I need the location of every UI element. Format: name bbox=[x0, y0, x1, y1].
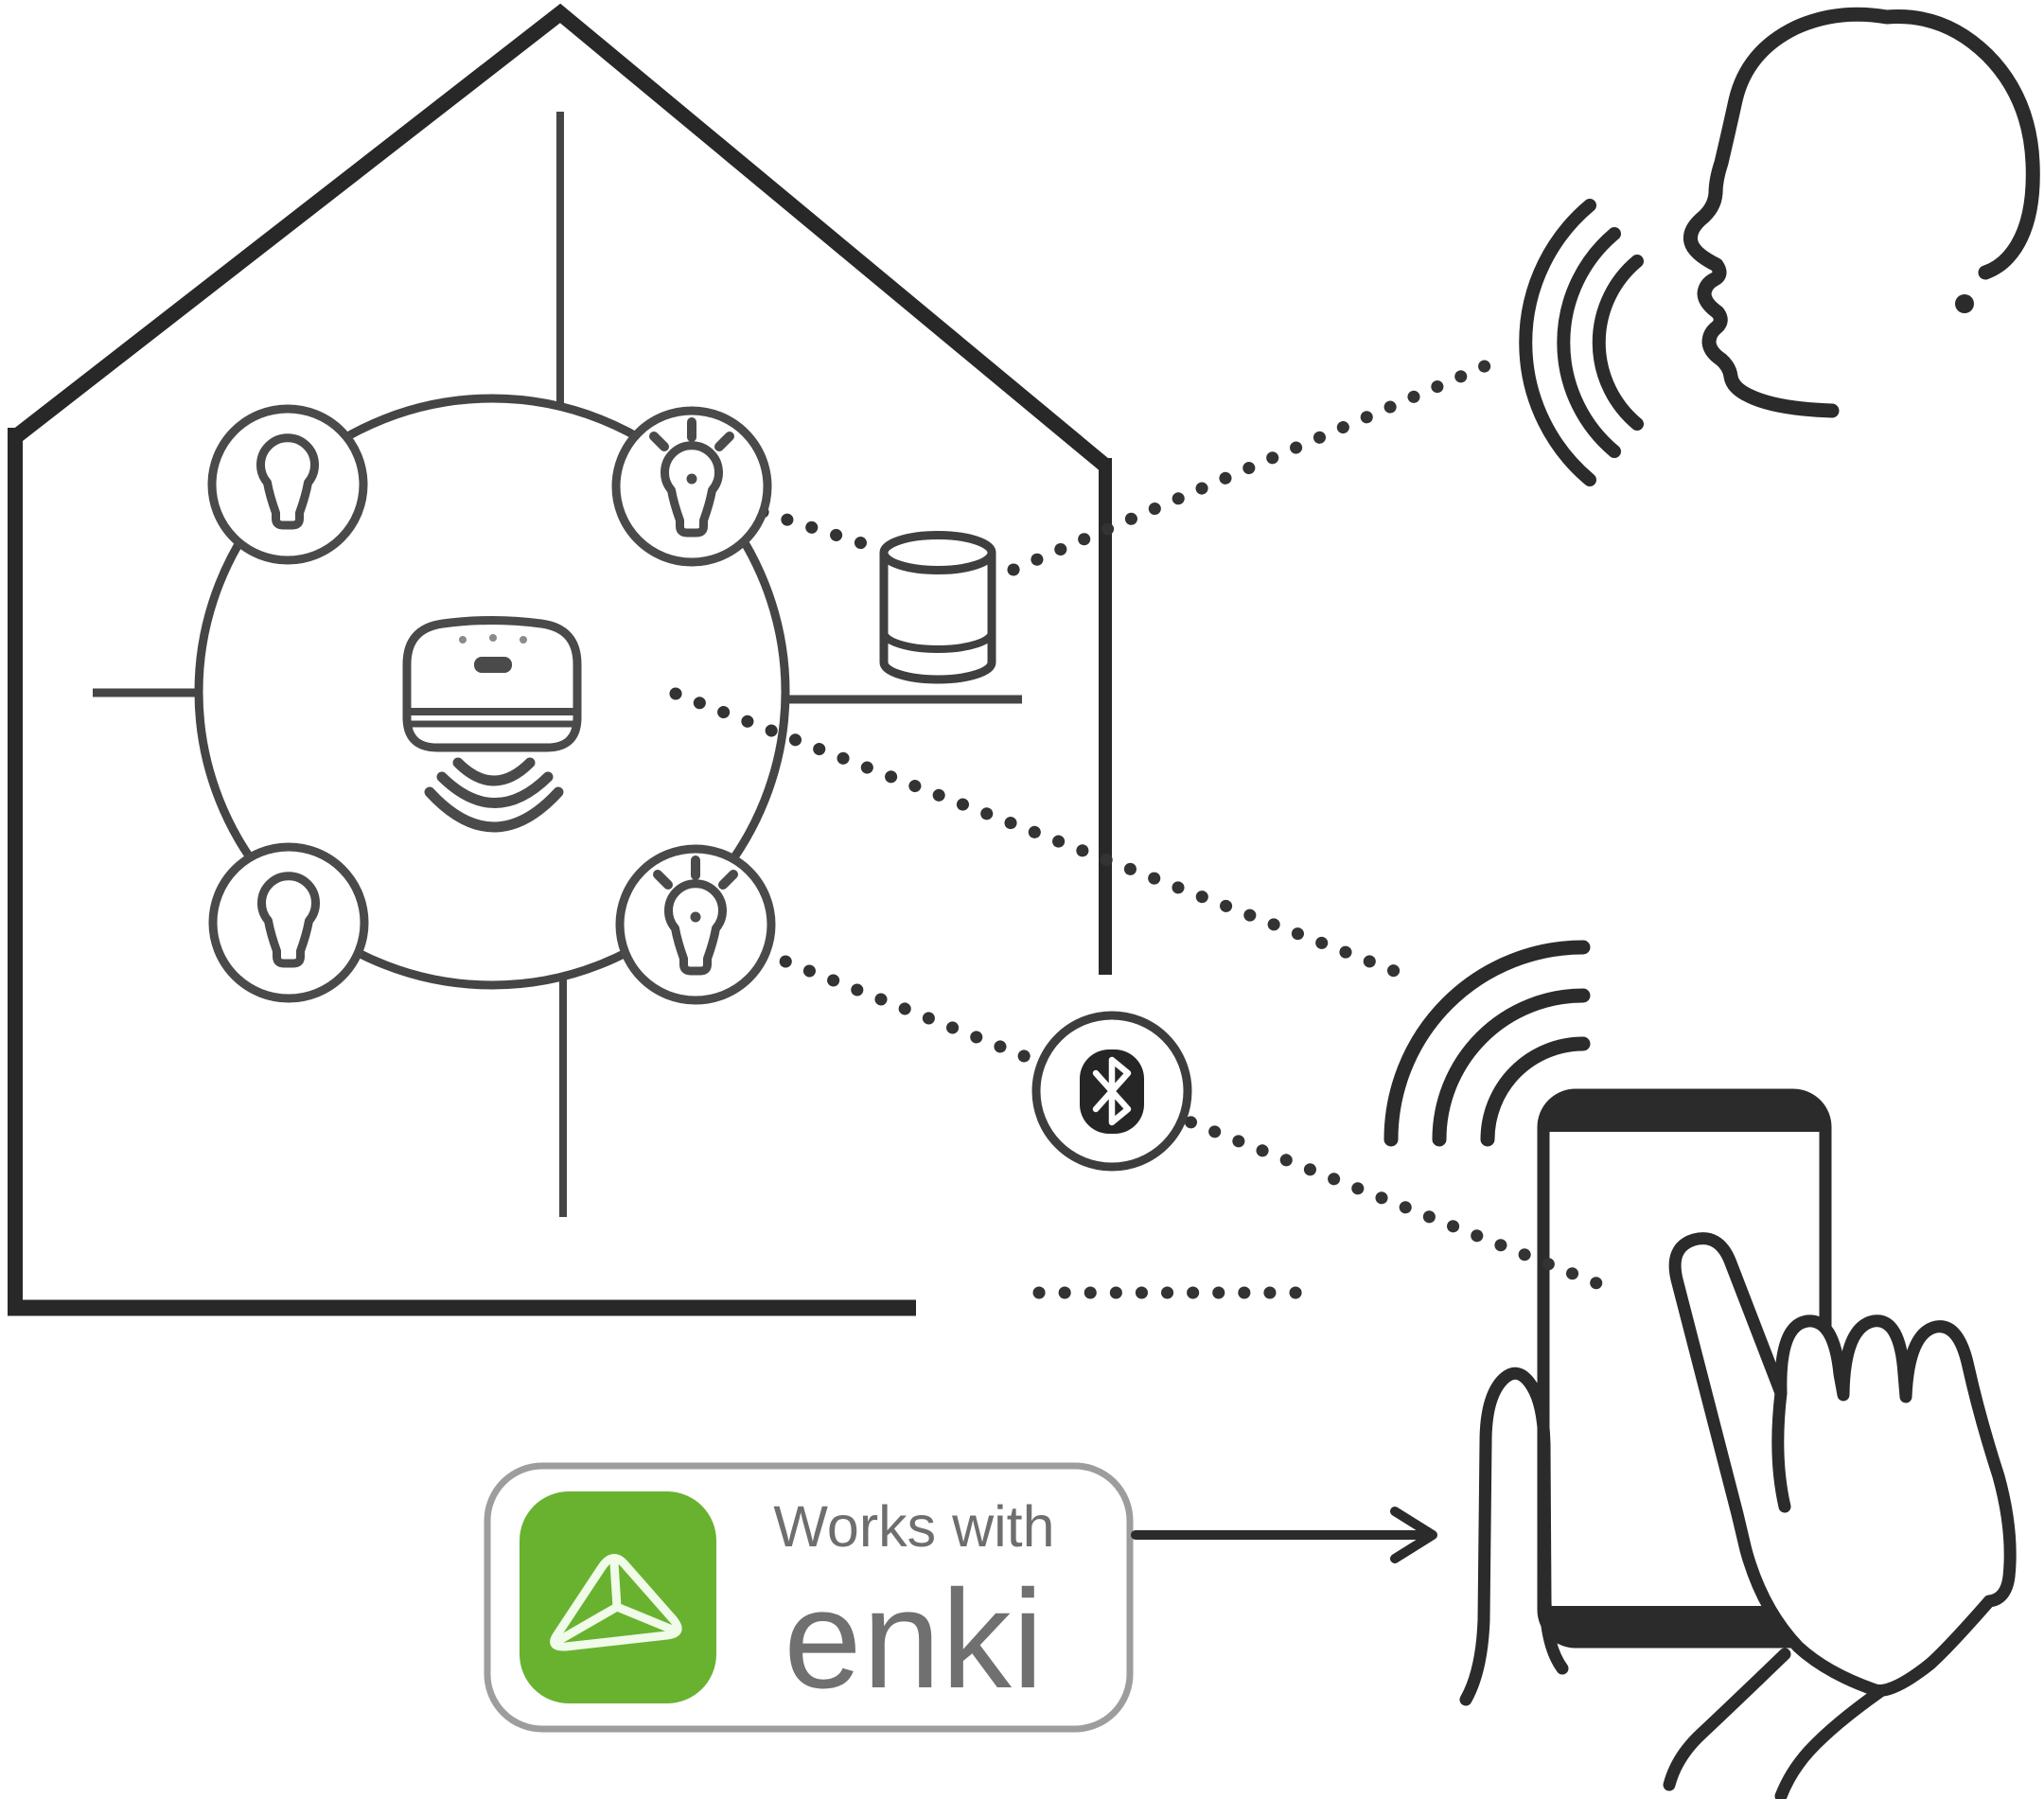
wrist-line-2 bbox=[1774, 1685, 1886, 1799]
bulb-shape bbox=[664, 879, 727, 976]
head-profile bbox=[1683, 7, 2040, 418]
bulb-rays bbox=[653, 855, 738, 890]
bulb-off-icon bbox=[208, 842, 369, 1003]
wifi-wave-2 bbox=[1432, 988, 1591, 1147]
voice-wave-1 bbox=[1592, 255, 1644, 431]
head-end-dot bbox=[1955, 294, 1974, 313]
bulb-node-circle bbox=[611, 406, 772, 567]
hub-dot-3 bbox=[520, 636, 527, 644]
triangle-spokes bbox=[556, 1558, 675, 1644]
hub-body bbox=[402, 616, 582, 752]
phone-bottom-bar bbox=[1543, 1606, 1825, 1642]
bluetooth-rune bbox=[1092, 1056, 1132, 1126]
wifi-waves-icon bbox=[1383, 940, 1591, 1147]
speaker-band bbox=[880, 631, 996, 653]
link-speaker-to-person bbox=[1007, 350, 1513, 576]
index-finger-crease bbox=[1771, 1386, 1791, 1513]
roof-lines bbox=[10, 3, 1111, 472]
hub-dot-2 bbox=[489, 634, 497, 642]
bluetooth-icon bbox=[1031, 1011, 1192, 1172]
radio-waves-icon bbox=[424, 757, 564, 833]
arrow-right-icon bbox=[1131, 1507, 1437, 1563]
wrist-line-1 bbox=[1663, 1648, 1791, 1791]
hub-dot-1 bbox=[459, 636, 467, 644]
hub-button bbox=[474, 657, 512, 673]
bulb-on-icon bbox=[611, 406, 772, 567]
person-speaking-icon bbox=[1519, 7, 2040, 486]
bulb-node-circle bbox=[207, 404, 368, 565]
enki-brand-label: enki bbox=[784, 1561, 1045, 1718]
wifi-wave-1 bbox=[1480, 1036, 1591, 1147]
works-with-label: Works with bbox=[773, 1494, 1054, 1559]
voice-waves-icon bbox=[1519, 199, 1644, 486]
link-hub-to-phone bbox=[669, 687, 1416, 983]
bulb-off-icon bbox=[207, 404, 368, 565]
bulb-filament-dot bbox=[690, 911, 701, 923]
voice-wave-3 bbox=[1519, 199, 1596, 486]
speaker-top bbox=[879, 531, 996, 574]
bulb-shape bbox=[256, 433, 319, 530]
smart-hub-icon bbox=[402, 616, 582, 833]
dotted-links bbox=[669, 350, 1513, 1299]
hand-touch-icon bbox=[1459, 1232, 2017, 1799]
bulb-node-circle bbox=[615, 844, 776, 1005]
link-bulb-to-speaker bbox=[756, 505, 872, 551]
wifi-wave-3 bbox=[1383, 940, 1591, 1147]
bulb-shape bbox=[661, 441, 723, 538]
arrow-head bbox=[1390, 1507, 1437, 1563]
bulb-on-icon bbox=[615, 844, 776, 1005]
hub-wave-3 bbox=[424, 786, 564, 833]
enki-triangle-icon bbox=[550, 1554, 682, 1651]
bulb-filament-dot bbox=[686, 473, 697, 485]
network-ring-icon bbox=[194, 394, 790, 990]
bulb-shape bbox=[257, 872, 320, 968]
bulb-rays bbox=[649, 417, 734, 451]
thumb-outline bbox=[1459, 1367, 1569, 1706]
triangle-outline bbox=[550, 1554, 682, 1651]
house-outline-icon bbox=[8, 3, 1112, 1316]
smart-speaker-icon bbox=[879, 531, 996, 684]
bulb-node-circle bbox=[208, 842, 369, 1003]
voice-wave-2 bbox=[1557, 227, 1621, 458]
works-with-enki-badge: Works with enki bbox=[484, 1462, 1134, 1733]
hub-wave-1 bbox=[452, 757, 536, 786]
phone-top-bar bbox=[1543, 1095, 1825, 1132]
hub-wave-2 bbox=[436, 771, 554, 808]
